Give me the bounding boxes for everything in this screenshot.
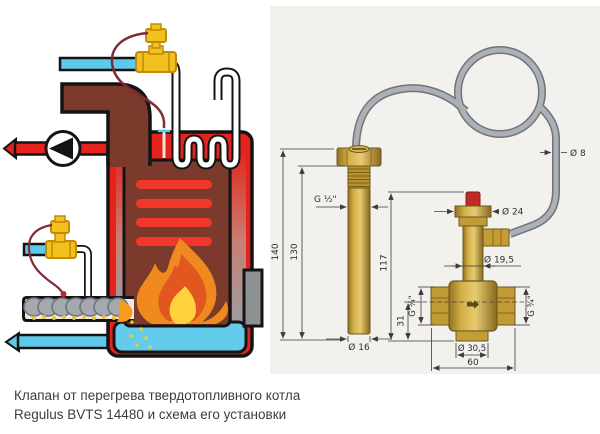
boiler-installation-schematic (2, 23, 264, 358)
sparks (129, 320, 152, 349)
dim-body-width: 60 (467, 358, 479, 368)
caption-line-1: Клапан от перегрева твердотопливного кот… (14, 388, 301, 403)
temperature-sensor (158, 128, 170, 158)
feeder-discharge-pipe (74, 245, 92, 296)
pellet-auger-feeder (22, 296, 134, 322)
thermal-safety-valve (135, 23, 177, 73)
dim-probe-total-length: 140 (271, 243, 281, 260)
dim-probe-thread: G ½" (314, 195, 337, 205)
dim-neck-diameter: Ø 19,5 (484, 255, 514, 266)
capillary-tube (110, 31, 166, 130)
auger-screw (23, 297, 129, 317)
dimension-lines (280, 148, 567, 371)
dim-valve-height: 117 (380, 254, 390, 271)
dim-valve-lower-height: 31 (397, 315, 407, 326)
burner-mouth-flame (117, 300, 133, 322)
return-water-pipe (4, 331, 120, 353)
feeder-safety-valve (45, 215, 77, 259)
feeder-capillary-tube (27, 223, 65, 295)
chimney-flue (60, 82, 152, 166)
pellets (32, 315, 116, 320)
dim-outlet-diameter: Ø 30,5 (458, 343, 486, 354)
heat-exchanger-bars (136, 180, 212, 246)
dim-right-port-thread: G ¾" (527, 295, 537, 317)
boiler-wall-left (116, 154, 125, 326)
valve-dimension-drawing: 140 130 G ½" Ø 16 117 31 G ¾" G ¾" Ø 24 … (270, 6, 600, 374)
caption-line-2: Regulus BVTS 14480 и схема его установки (14, 407, 287, 422)
caption: Клапан от перегрева твердотопливного кот… (14, 386, 574, 424)
flame (129, 238, 228, 349)
capillary-tube-drawing (352, 46, 560, 238)
dim-left-port-thread: G ¾" (408, 295, 418, 317)
dim-capillary-diameter: Ø 8 (570, 148, 586, 159)
feeder-sensor (60, 291, 67, 297)
sensor-probe-drawing (336, 145, 382, 335)
rear-flue-outlet (242, 268, 264, 328)
dim-head-diameter: Ø 24 (502, 207, 524, 218)
circulation-pump (44, 130, 82, 167)
technical-drawing-panel: 140 130 G ½" Ø 16 117 31 G ¾" G ¾" Ø 24 … (268, 0, 600, 380)
cooling-coil-pipe (167, 58, 241, 170)
dim-probe-diameter: Ø 16 (348, 342, 370, 353)
flue-joint (110, 159, 148, 167)
dim-probe-insert-length: 130 (290, 243, 300, 260)
